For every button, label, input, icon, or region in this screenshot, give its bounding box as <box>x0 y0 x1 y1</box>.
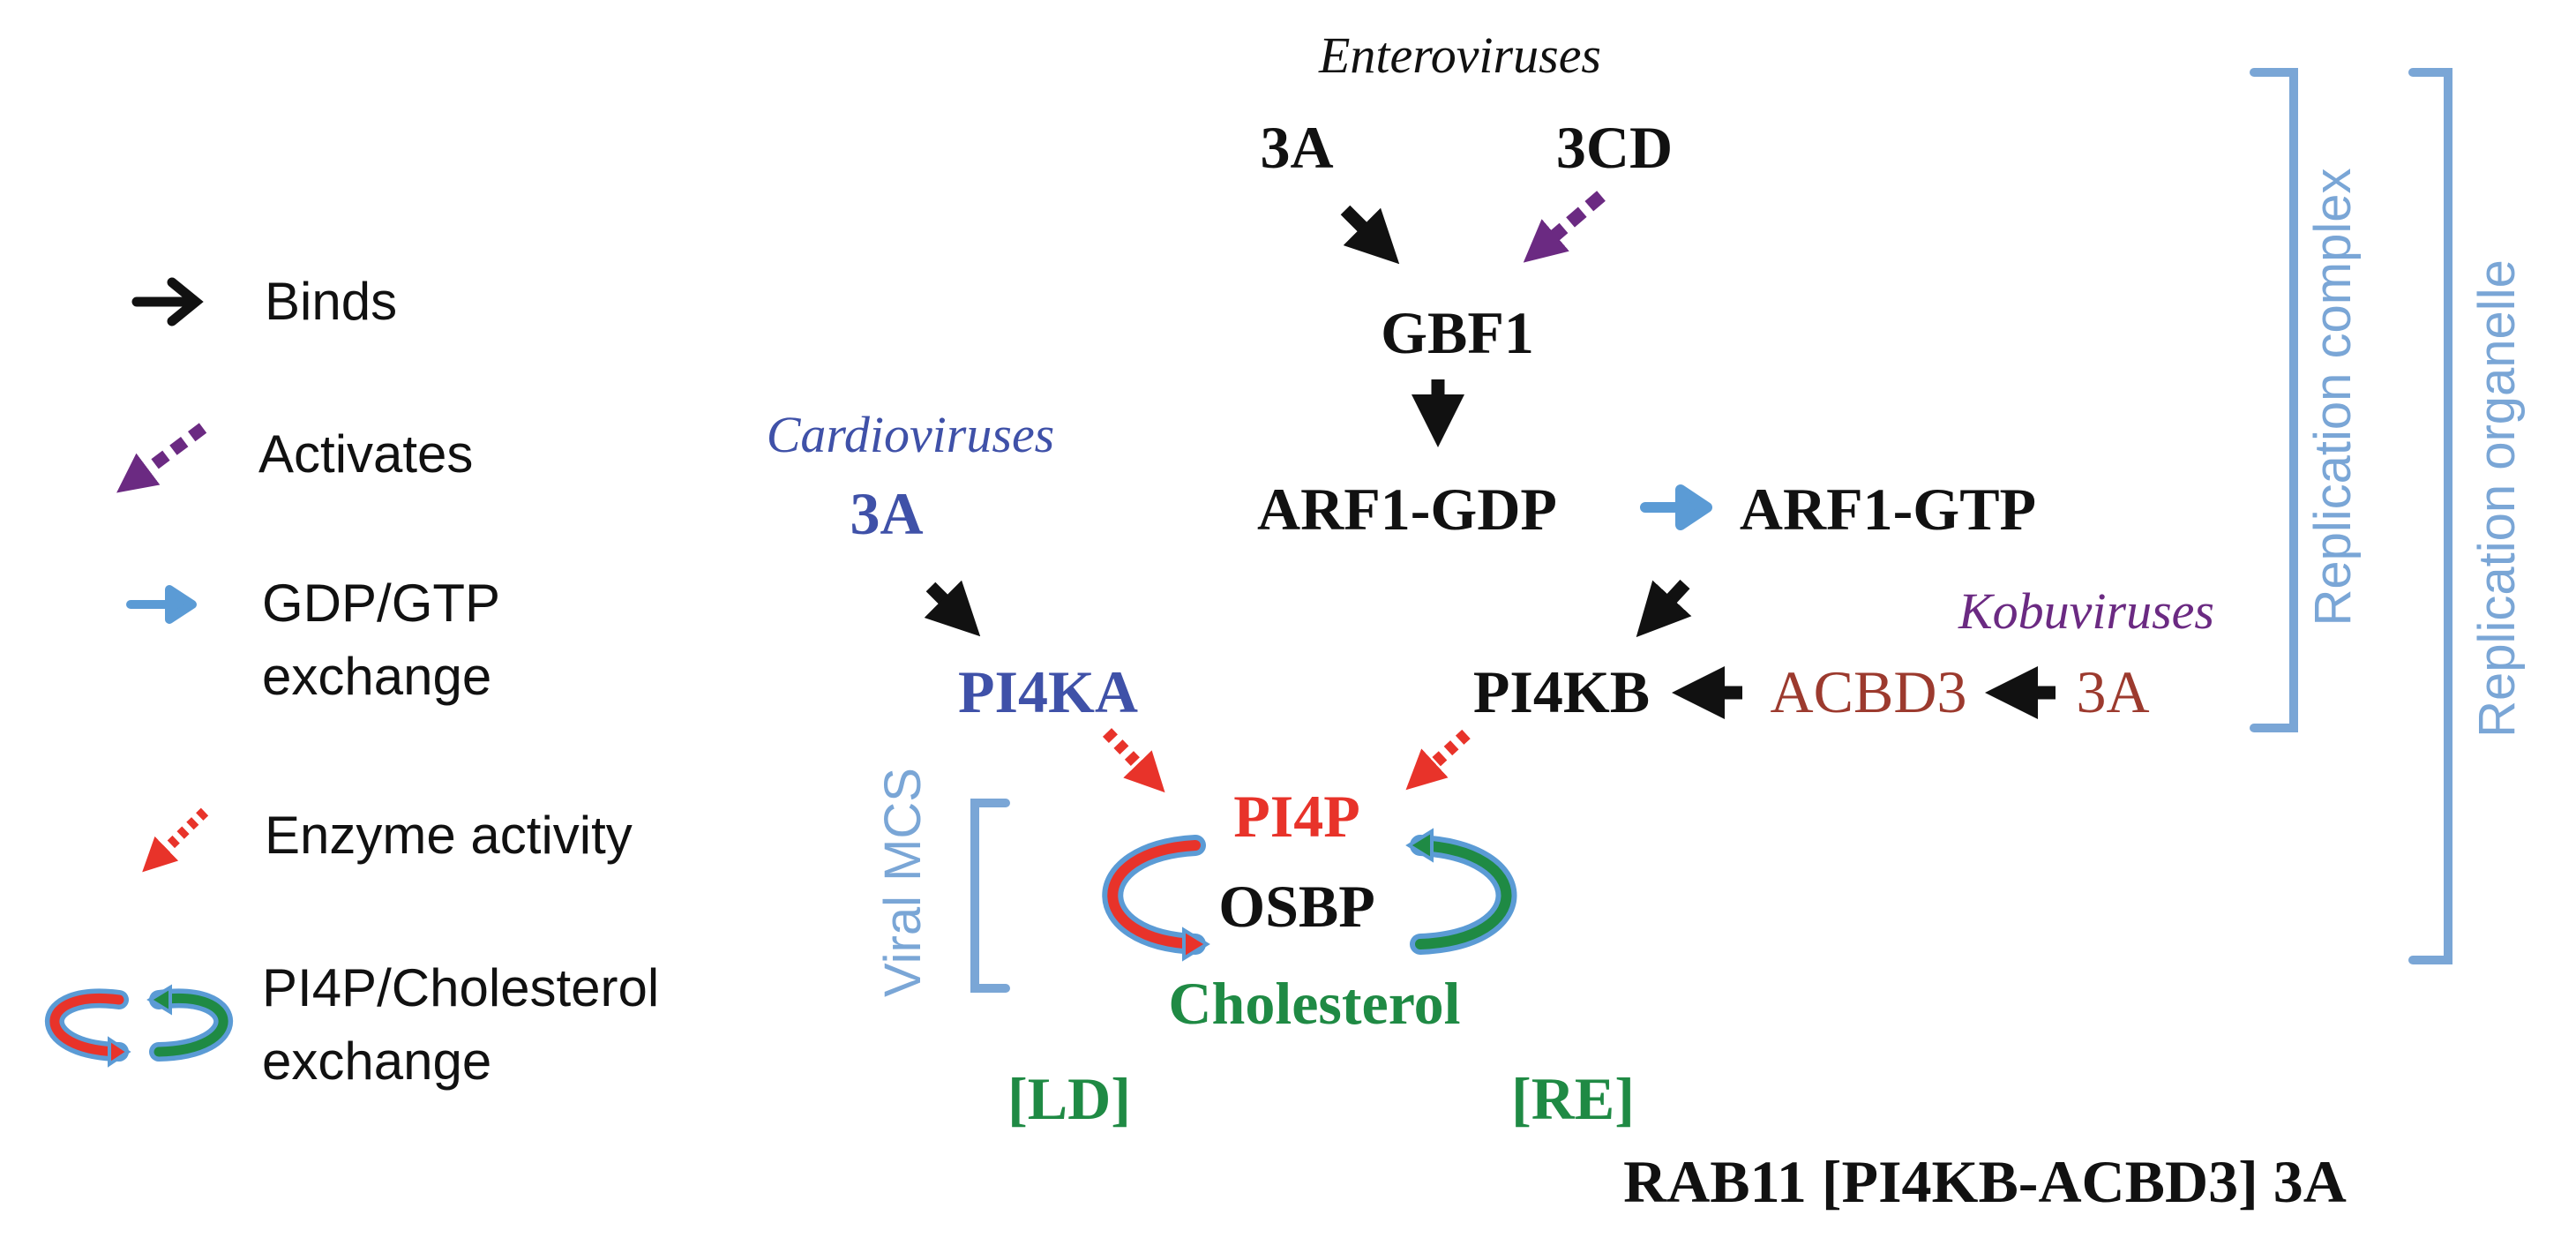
pi4p-cholesterol-exchange-icon <box>45 984 233 1068</box>
binds-label: Binds <box>265 272 397 331</box>
kobuvirus-cascade: Kobuviruses PI4KB ACBD3 3A <box>1405 582 2214 791</box>
entero-3cd-node: 3CD <box>1556 114 1673 181</box>
ld-node: [LD] <box>1007 1065 1131 1132</box>
activates-legend-arrow-icon <box>116 423 207 493</box>
kobu-3a-node: 3A <box>2076 658 2149 725</box>
cardio-3a-node: 3A <box>850 480 923 547</box>
viral-mcs-bracket <box>970 799 1010 993</box>
legend: Binds Activates GDP/GTP exchange Enzyme … <box>45 272 659 1091</box>
3cd-activates-gbf1-arrow <box>1523 191 1606 263</box>
pi4kb-enzyme-pi4p-arrow <box>1405 729 1471 791</box>
cardio-3a-binds-pi4ka-arrow <box>924 580 981 637</box>
enterovirus-cascade: Enteroviruses 3A 3CD GBF1 ARF1-GDP ARF1-… <box>1257 26 2036 638</box>
arf1-gdp-node: ARF1-GDP <box>1257 476 1557 543</box>
osbp-node: OSBP <box>1218 873 1375 940</box>
pi4p-node: PI4P <box>1233 783 1360 850</box>
gbf1-node: GBF1 <box>1381 299 1534 366</box>
replication-complex-label: Replication complex <box>2304 168 2362 626</box>
enzyme-label: Enzyme activity <box>265 806 633 865</box>
cholesterol-exchange-cycle-icon <box>1405 828 1517 955</box>
replication-organelle-bracket <box>2408 68 2452 964</box>
pi4p-exchange-cycle-icon <box>1102 835 1210 962</box>
cardioviruses-label: Cardioviruses <box>767 406 1055 463</box>
binds-legend-arrow-icon <box>131 277 204 326</box>
pi4kb-node: PI4KB <box>1473 658 1650 725</box>
pi4ka-node: PI4KA <box>958 658 1138 725</box>
exchange-legend-arrow-icon <box>126 585 197 624</box>
cholesterol-node: Cholesterol <box>1168 970 1460 1037</box>
viral-mcs-label: Viral MCS <box>874 768 932 997</box>
pi4p-cholesterol-label-line2: exchange <box>262 1032 491 1091</box>
entero-3a-binds-gbf1-arrow <box>1340 205 1400 265</box>
entero-3a-node: 3A <box>1260 114 1333 181</box>
activates-label: Activates <box>258 424 473 484</box>
exchange-label-line1: GDP/GTP <box>262 574 500 633</box>
enzyme-legend-arrow-icon <box>142 807 209 873</box>
rab11-pi4kb-acbd3-3a-label: RAB11 [PI4KB-ACBD3] 3A <box>1623 1148 2347 1215</box>
gdp-gtp-exchange-arrow <box>1640 484 1712 530</box>
replication-organelle-label: Replication organelle <box>2468 259 2526 738</box>
viral-mcs: Viral MCS PI4P OSBP Cholesterol [LD] [RE… <box>874 768 2347 1215</box>
pi4ka-enzyme-pi4p-arrow <box>1102 728 1165 793</box>
acbd3-node: ACBD3 <box>1771 658 1967 725</box>
exchange-label-line2: exchange <box>262 647 491 706</box>
arf1-gtp-node: ARF1-GTP <box>1740 476 2036 543</box>
arf1-gtp-binds-pi4kb-arrow <box>1636 579 1692 638</box>
replication-complex-bracket <box>2250 68 2298 732</box>
pi4p-cholesterol-label-line1: PI4P/Cholesterol <box>262 958 659 1017</box>
kobuviruses-label: Kobuviruses <box>1958 582 2214 640</box>
replication-brackets: Replication complex Replication organell… <box>2250 68 2526 964</box>
enteroviruses-label: Enteroviruses <box>1318 26 1601 84</box>
re-node: [RE] <box>1511 1065 1635 1132</box>
cardiovirus-cascade: Cardioviruses 3A PI4KA <box>767 406 1165 793</box>
